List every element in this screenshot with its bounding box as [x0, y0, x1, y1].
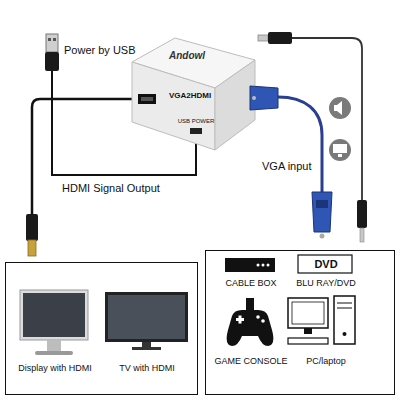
port-label: USB POWER — [178, 118, 215, 125]
usb-cable-part — [46, 34, 58, 52]
game-console-icon-part — [256, 315, 260, 319]
hdmi-tv-icon-part — [142, 342, 151, 347]
game-console-icon — [227, 298, 274, 346]
hdmi-display-icon-part — [35, 351, 73, 355]
speaker-icon-part — [334, 101, 342, 115]
speaker-icon — [329, 97, 351, 119]
game-console-icon-part — [246, 298, 254, 310]
pc-icon — [288, 296, 355, 344]
hdmi-cable-part — [26, 214, 38, 241]
dvd-logo-frame — [298, 255, 352, 273]
hdmi-cable-part — [28, 240, 36, 256]
cable-box-icon-part — [225, 258, 275, 272]
pc-icon-part — [337, 308, 352, 309]
hdmi-display-icon-part — [47, 340, 61, 352]
pc-icon-part — [337, 303, 352, 304]
cable-box-icon-part — [267, 264, 270, 267]
audio-cable-part — [360, 228, 364, 242]
hdmi-display-icon-part — [23, 293, 85, 337]
hdmi-tv-icon-part — [132, 347, 161, 350]
monitor-icon-part — [333, 144, 347, 153]
usb-cable-part — [45, 52, 59, 71]
model-name: VGA2HDMI — [169, 91, 211, 100]
device-label: BLU RAY/DVD — [296, 278, 355, 288]
dvd-logo: DVD — [314, 258, 337, 271]
callout-label: Power by USB — [64, 44, 136, 57]
pc-icon-part — [288, 298, 328, 328]
hdmi-tv-icon — [105, 292, 188, 350]
cable-box-icon — [225, 258, 275, 272]
vga-cable-part — [278, 97, 322, 193]
speaker-icon-part — [329, 97, 351, 119]
dvd-logo-frame-part — [298, 255, 352, 273]
pc-icon-part — [343, 332, 347, 336]
source-panel: CABLE BOX DVD BLU RAY/DVD GAME CONSOLE PC/la… — [205, 250, 395, 395]
device-label: GAME CONSOLE — [214, 356, 287, 366]
hdmi-tv-icon-part — [108, 295, 185, 339]
hdmi-display-icon-part — [20, 290, 88, 340]
vga-cable-part — [252, 96, 256, 100]
usb-cable-part — [48, 38, 51, 41]
vga-cable-part — [320, 234, 325, 239]
hdmi-cable-part — [32, 99, 138, 215]
audio-cable — [258, 32, 367, 242]
game-console-icon-part — [261, 319, 265, 323]
usb-cable-part — [53, 38, 56, 41]
hdmi-cable — [26, 99, 138, 256]
vga-cable-part — [316, 200, 328, 208]
callout-label: VGA input — [262, 160, 312, 173]
hdmi-tv-icon-part — [105, 292, 188, 342]
brand-logo: Andowl — [169, 50, 205, 62]
vga-cable — [250, 86, 332, 239]
converter-device-part — [190, 128, 202, 134]
pc-icon-part — [304, 328, 312, 334]
pc-icon-part — [334, 296, 355, 344]
device-label: Display with HDMI — [18, 363, 92, 373]
converter-device — [132, 38, 255, 150]
callout-label: HDMI Signal Output — [62, 182, 160, 195]
audio-cable-part — [292, 38, 362, 200]
audio-cable-part — [268, 32, 292, 44]
cable-box-icon-part — [257, 264, 260, 267]
monitor-icon-part — [338, 154, 342, 157]
audio-cable-part — [258, 35, 268, 41]
converter-device-part — [132, 62, 215, 150]
device-label: PC/laptop — [306, 356, 346, 366]
hdmi-display-icon — [20, 290, 88, 355]
game-console-icon-part — [239, 316, 242, 324]
pc-icon-part — [288, 338, 328, 344]
device-label: CABLE BOX — [225, 278, 276, 288]
monitor-icon-part — [329, 139, 351, 161]
converter-device-part — [215, 60, 255, 150]
game-console-icon-part — [227, 310, 274, 346]
cable-box-icon-part — [262, 264, 265, 267]
audio-cable-part — [357, 200, 367, 228]
converter-device-part — [138, 94, 156, 104]
converter-device-part — [141, 97, 153, 101]
vga-cable-part — [312, 192, 332, 232]
converter-box: AndowlVGA2HDMI USB POWER — [130, 30, 257, 155]
pc-icon-part — [292, 302, 324, 324]
device-label: TV with HDMI — [119, 363, 175, 373]
vga-cable-part — [250, 86, 278, 110]
display-panel: Display with HDMI TV with HDMI — [5, 262, 198, 395]
monitor-icon — [329, 139, 351, 161]
